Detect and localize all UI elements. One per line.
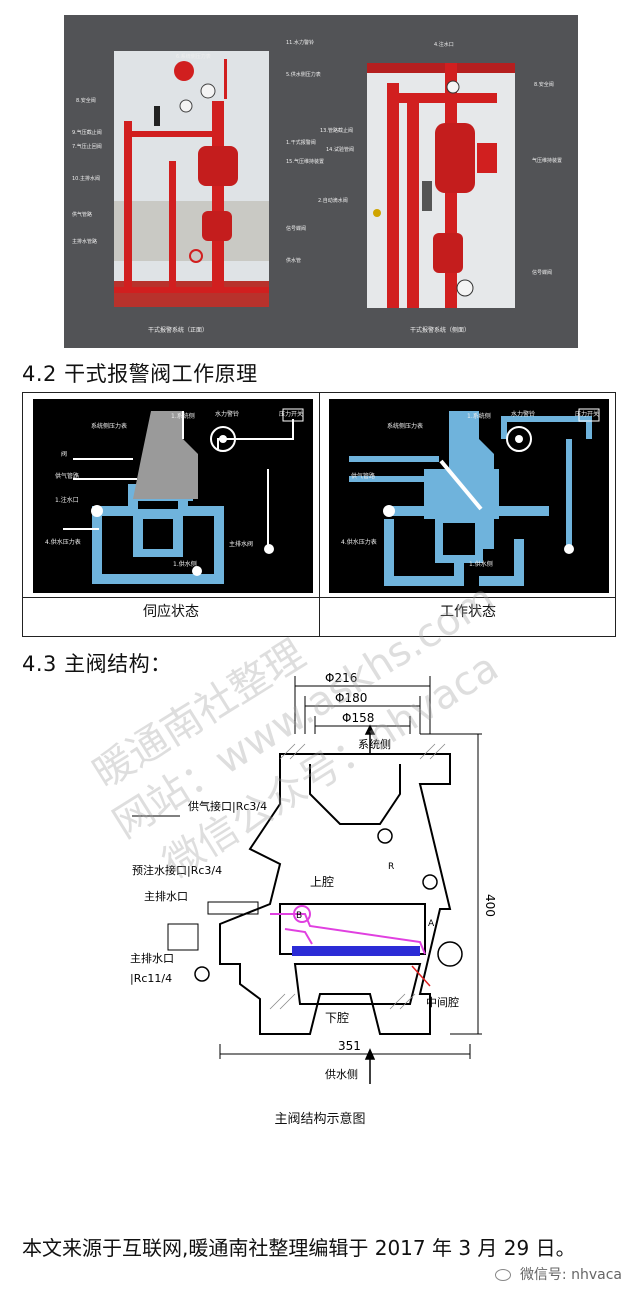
label-main-drain-1: 主排水口: [144, 889, 188, 903]
standby-label-6: 1.注水口: [55, 497, 79, 504]
dim-400: 400: [483, 894, 497, 917]
working-label-0: 系统侧压力表: [387, 423, 424, 430]
working-schematic-art: [349, 408, 600, 586]
label-prefill: 预注水接口|Rc3/4: [132, 863, 222, 877]
front-label-3: 8.安全阀: [76, 98, 96, 104]
working-label-4: 供气管路: [351, 473, 376, 480]
wechat-label: 微信号: nhvaca: [519, 1267, 622, 1283]
standby-label-8: 主排水阀: [229, 541, 254, 548]
standby-label-0: 系统侧压力表: [91, 423, 128, 430]
front-label-12: 供水管: [286, 258, 302, 264]
front-label-1: 11.水力警铃: [286, 40, 314, 46]
dim-351: 351: [338, 1039, 361, 1053]
label-rc114: |Rc11/4: [130, 972, 172, 985]
label-main-drain-2: 主排水口: [130, 951, 174, 965]
latch-arm: [270, 905, 426, 955]
front-photo: 6.系统侧压力表: [114, 51, 269, 307]
front-photo-art: [114, 51, 269, 307]
dim-158: Φ158: [342, 711, 374, 725]
front-label-5: 7.气压止回阀: [72, 144, 102, 150]
clapper-disc: [292, 946, 420, 956]
working-label-5: 4.供水压力表: [341, 539, 377, 546]
front-label-0: 6.系统侧压力表: [176, 54, 211, 60]
standby-label-4: 阀: [61, 451, 68, 458]
table-vertical-divider: [319, 393, 320, 636]
front-label-6: 10.主排水阀: [72, 176, 100, 182]
standby-caption: 伺应状态: [143, 604, 199, 620]
wechat-icon: [495, 1269, 512, 1281]
wechat-badge: 微信号: nhvaca: [495, 1264, 622, 1284]
side-label-4: 气压维持装置: [532, 158, 563, 164]
working-label-6: 1.供水侧: [469, 561, 493, 568]
front-label-2: 5.供水侧压力表: [286, 72, 321, 78]
label-lower-chamber: 下腔: [325, 1010, 349, 1025]
side-label-5: 2.自动滴水阀: [318, 198, 348, 204]
standby-label-1: 1.系统侧: [171, 413, 195, 420]
photo-panel: 6.系统侧压力表 11.水力警铃 5.供水侧压力表 8.安全阀 9.气压截止阀 …: [64, 15, 578, 348]
working-schematic: 系统侧压力表 1.系统侧 水力警铃 压力开关 供气管路 4.供水压力表 1.供水…: [329, 399, 609, 593]
dim-216: Φ216: [325, 671, 357, 685]
side-label-3: 14.试验管阀: [326, 147, 354, 153]
label-air-supply: 供气接口|Rc3/4: [188, 799, 267, 813]
front-label-7: 1.干式报警阀: [286, 140, 316, 146]
label-middle-chamber: 中间腔: [426, 995, 459, 1009]
figure-caption: 主阀结构示意图: [274, 1112, 366, 1127]
standby-label-9: 1.供水侧: [173, 561, 197, 568]
front-label-4: 9.气压截止阀: [72, 130, 102, 136]
principle-table: 系统侧压力表 1.系统侧 水力警铃 压力开关 阀 供气管路 1.注水口 4.供水…: [22, 392, 616, 637]
working-label-1: 1.系统侧: [467, 413, 491, 420]
side-photo-caption: 干式报警系统（侧面）: [410, 327, 471, 334]
standby-label-5: 供气管路: [55, 473, 80, 480]
label-system-side: 系统侧: [358, 738, 391, 751]
label-water-side: 供水侧: [325, 1067, 358, 1081]
side-photo-art: [367, 63, 515, 308]
standby-schematic: 系统侧压力表 1.系统侧 水力警铃 压力开关 阀 供气管路 1.注水口 4.供水…: [33, 399, 313, 593]
valve-structure-drawing: Φ216 Φ180 Φ158 400 351 系统侧 供气接口|Rc3/4 预注…: [130, 671, 497, 1084]
front-label-8: 15.气压维持装置: [286, 159, 324, 165]
front-label-9: 供气管路: [72, 212, 93, 218]
mark-a: A: [428, 919, 435, 929]
label-upper-chamber: 上腔: [310, 874, 334, 889]
front-label-11: 信号蝶阀: [286, 226, 307, 232]
front-photo-caption: 干式报警系统（正面）: [148, 327, 209, 334]
side-photo: [367, 63, 515, 308]
standby-label-7: 4.供水压力表: [45, 539, 81, 546]
working-label-2: 水力警铃: [511, 411, 536, 418]
standby-label-2: 水力警铃: [215, 411, 240, 418]
mark-r: R: [388, 862, 394, 872]
side-label-2: 13.管路截止阀: [320, 128, 353, 134]
dim-180: Φ180: [335, 691, 367, 705]
source-note: 本文来源于互联网,暖通南社整理编辑于 2017 年 3 月 29 日。: [22, 1236, 576, 1260]
side-label-6: 信号蝶阀: [532, 270, 553, 276]
section-4-2-heading: 4.2 干式报警阀工作原理: [22, 362, 258, 386]
working-label-3: 压力开关: [575, 411, 600, 418]
side-label-1: 8.安全阀: [534, 82, 554, 88]
side-label-0: 4.注水口: [434, 42, 454, 48]
table-horizontal-divider: [23, 597, 615, 598]
working-caption: 工作状态: [440, 604, 496, 620]
standby-label-3: 压力开关: [279, 411, 304, 418]
front-label-10: 主排水管路: [72, 239, 98, 245]
standby-schematic-art: [63, 408, 304, 584]
mark-b: B: [296, 911, 302, 921]
section-4-3-heading: 4.3 主阀结构：: [22, 652, 172, 676]
